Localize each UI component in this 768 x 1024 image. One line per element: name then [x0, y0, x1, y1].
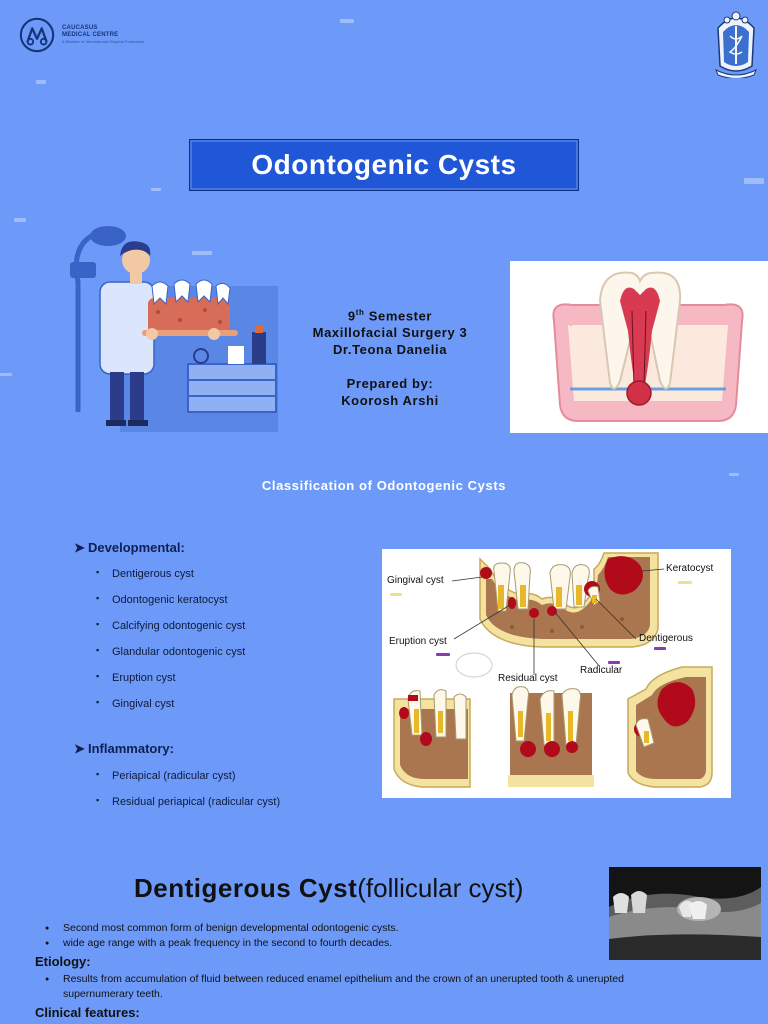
page-title: Odontogenic Cysts — [251, 149, 517, 180]
arrow-bullet-icon: ➤ — [74, 741, 85, 756]
list-item: Odontogenic keratocyst — [96, 593, 245, 620]
list-item: Gingival cyst — [96, 697, 245, 724]
decor-dash — [0, 373, 12, 376]
semester-line: 9th Semester — [290, 304, 490, 324]
logo-line2: MEDICAL CENTRE — [62, 31, 119, 38]
list-item: wide age range with a peak frequency in … — [35, 936, 635, 951]
semester-text: Semester — [364, 308, 433, 324]
developmental-label: Developmental: — [88, 540, 185, 555]
dentigerous-title-bold: Dentigerous Cyst — [134, 873, 358, 903]
label-eruption-cyst: Eruption cyst — [389, 636, 447, 647]
dentist-illustration — [70, 226, 278, 432]
label-dentigerous: Dentigerous — [639, 633, 693, 644]
course-name: Maxillofacial Surgery 3 — [312, 325, 468, 341]
cyst-types-diagram — [382, 549, 731, 798]
label-radicular: Radicular — [580, 665, 623, 676]
logo-mark-icon — [19, 17, 55, 53]
decor-dash — [729, 473, 739, 476]
semester-suffix: th — [355, 308, 365, 317]
prepared-by-label: Prepared by: — [346, 376, 434, 392]
dentigerous-title: Dentigerous Cyst(follicular cyst) — [134, 873, 523, 904]
etiology-heading: Etiology: — [35, 954, 91, 969]
list-item: Dentigerous cyst — [96, 567, 245, 594]
list-item: Glandular odontogenic cyst — [96, 645, 245, 672]
list-item: Periapical (radicular cyst) — [96, 769, 280, 796]
author-name: Koorosh Arshi — [341, 393, 439, 409]
dentigerous-points: Second most common form of benign develo… — [35, 921, 635, 951]
title-banner: Odontogenic Cysts — [189, 139, 579, 191]
list-item: Calcifying odontogenic cyst — [96, 619, 245, 646]
university-seal-icon — [715, 11, 757, 78]
classification-heading: Classification of Odontogenic Cysts — [261, 478, 507, 493]
lecturer-name: Dr.Teona Danelia — [332, 342, 448, 358]
logo-line3: A Member of International Hospital Feder… — [62, 39, 145, 44]
inflammatory-label: Inflammatory: — [88, 741, 174, 756]
arrow-bullet-icon: ➤ — [74, 540, 85, 555]
tooth-cross-section-image — [510, 261, 768, 433]
clinical-features-heading: Clinical features: — [35, 1005, 140, 1020]
decor-dash — [340, 19, 354, 23]
decor-dash — [14, 218, 26, 222]
list-item: Results from accumulation of fluid betwe… — [35, 972, 695, 1002]
inflammatory-heading: ➤Inflammatory: — [74, 741, 174, 757]
developmental-list: Dentigerous cyst Odontogenic keratocyst … — [96, 567, 245, 724]
logo-line1: CAUCASUS — [62, 24, 98, 31]
label-keratocyst: Keratocyst — [666, 563, 714, 574]
developmental-heading: ➤Developmental: — [74, 540, 185, 556]
list-item: Eruption cyst — [96, 671, 245, 698]
list-item: Second most common form of benign develo… — [35, 921, 635, 936]
dentigerous-title-subtitle: (follicular cyst) — [357, 873, 524, 903]
intro-block: 9th Semester Maxillofacial Surgery 3 Dr.… — [290, 304, 490, 409]
label-gingival-cyst: Gingival cyst — [387, 575, 444, 586]
semester-number: 9 — [347, 308, 356, 324]
list-item: Residual periapical (radicular cyst) — [96, 795, 280, 822]
label-residual-cyst: Residual cyst — [498, 673, 558, 684]
decor-dash — [36, 80, 46, 84]
logo-text: CAUCASUS MEDICAL CENTRE A Member of Inte… — [62, 25, 144, 46]
inflammatory-list: Periapical (radicular cyst) Residual per… — [96, 769, 280, 822]
caucasus-logo: CAUCASUS MEDICAL CENTRE A Member of Inte… — [18, 12, 148, 58]
etiology-points: Results from accumulation of fluid betwe… — [35, 972, 695, 1002]
decor-dash — [744, 178, 764, 184]
decor-dash — [192, 251, 212, 255]
decor-dash — [151, 188, 161, 191]
